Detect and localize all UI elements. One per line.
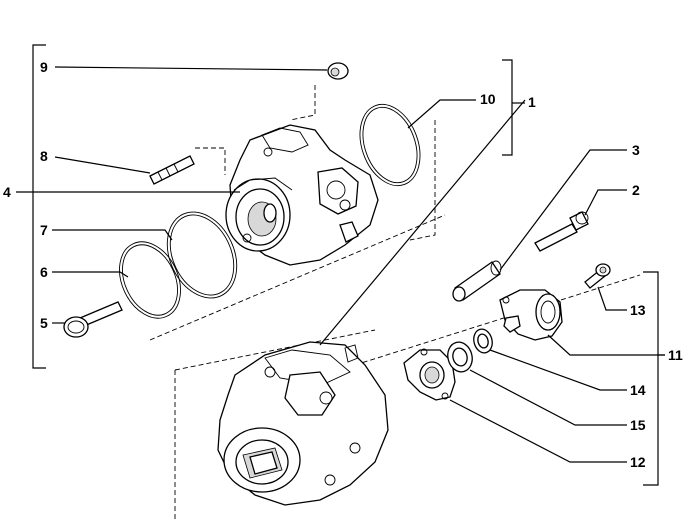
part-3-sleeve — [452, 260, 502, 302]
part-14-seal — [473, 328, 493, 354]
callout-9: 9 — [40, 59, 48, 75]
callout-11: 11 — [668, 347, 683, 363]
callout-8: 8 — [40, 148, 48, 164]
callout-2: 2 — [632, 182, 640, 198]
callout-1: 1 — [528, 94, 536, 110]
part-2-bolt — [534, 211, 589, 252]
callout-10: 10 — [480, 91, 496, 107]
part-11-regulator-valve — [499, 289, 563, 341]
part-15-seal — [447, 341, 473, 373]
callout-14: 14 — [630, 382, 646, 398]
part-10-o-ring — [359, 103, 421, 187]
callout-4: 4 — [3, 184, 11, 200]
callout-15: 15 — [630, 417, 646, 433]
part-9-plug — [327, 62, 349, 80]
callout-12: 12 — [630, 454, 646, 470]
part-12-flange — [403, 348, 456, 401]
callout-5: 5 — [40, 315, 48, 331]
callout-labels: 9 8 4 7 6 5 10 1 3 2 13 11 14 15 12 — [3, 59, 683, 470]
part-7-o-ring — [166, 211, 238, 299]
part-5-bolt — [63, 301, 123, 338]
leader-lines — [16, 66, 665, 463]
part-13-screw — [584, 263, 611, 289]
group-bracket-11 — [643, 271, 665, 486]
callout-3: 3 — [632, 142, 640, 158]
group-bracket-4 — [32, 44, 46, 369]
part-8-stud — [149, 155, 195, 185]
group-bracket-1 — [502, 59, 525, 156]
callout-13: 13 — [630, 302, 646, 318]
pump-cover-assembly — [149, 85, 446, 341]
callout-7: 7 — [40, 222, 48, 238]
part-6-o-ring — [119, 241, 181, 319]
pump-body-assembly — [174, 274, 641, 520]
callout-6: 6 — [40, 264, 48, 280]
